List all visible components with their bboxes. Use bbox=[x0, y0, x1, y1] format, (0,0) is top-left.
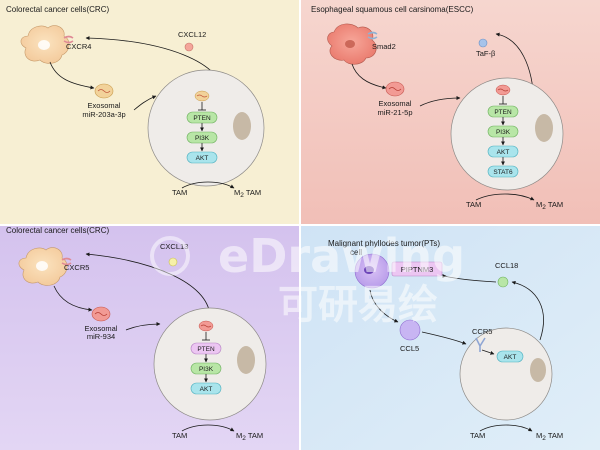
exosome-icon bbox=[385, 81, 405, 97]
macrophage-cell bbox=[459, 327, 553, 421]
internal-mirna-icon bbox=[495, 84, 511, 96]
secretion-arrow bbox=[351, 63, 387, 90]
macrophage-nucleus bbox=[535, 114, 553, 142]
secretion-arrow bbox=[49, 61, 95, 90]
macrophage-nucleus bbox=[233, 112, 251, 140]
exosome-label-2: miR-21-5p bbox=[377, 108, 412, 117]
tam-label: TAM bbox=[172, 188, 187, 197]
tam-label: TAM bbox=[466, 200, 481, 209]
pathway-node-stat6 bbox=[487, 165, 519, 178]
tam-label: TAM bbox=[470, 431, 485, 440]
m2-tam-label: M2 TAM bbox=[236, 431, 263, 442]
tumor-cell bbox=[20, 25, 70, 64]
ccl18-label: CCL18 bbox=[495, 261, 518, 270]
ccl18-icon bbox=[497, 276, 509, 288]
piptnm3-box bbox=[391, 261, 443, 277]
watermark-cjk: 可研易绘 bbox=[278, 282, 438, 328]
receptor-icon bbox=[367, 31, 378, 40]
pathway-node-label: PI3K bbox=[195, 135, 210, 142]
m2-tam-label: M2 TAM bbox=[234, 188, 261, 199]
exosome-label-1: Exosomal bbox=[379, 99, 412, 108]
uptake-arrow bbox=[125, 322, 161, 331]
pathway-node-akt bbox=[190, 382, 222, 395]
pathway-node-label: AKT bbox=[200, 386, 213, 393]
panel-title: Esophageal squamous cell carsinoma(ESCC) bbox=[311, 5, 474, 14]
panel-crc-mir934: Colorectal cancer cells(CRC) CXCR5 CXCL1… bbox=[0, 226, 299, 450]
ligand-label: TaF-β bbox=[476, 49, 496, 58]
pathway-node-label: PI3K bbox=[496, 129, 511, 136]
watermark-logo-icon bbox=[150, 236, 190, 276]
exosome-icon bbox=[94, 83, 114, 99]
receptor-icon bbox=[63, 35, 74, 44]
tumor-cell bbox=[18, 247, 68, 286]
panel-title-line1: Malignant phyllodes tumor(PTs) bbox=[328, 239, 440, 248]
piptnm3-label: PIPTNM3 bbox=[401, 265, 434, 274]
panel-background bbox=[301, 226, 600, 450]
secretion-arrow bbox=[369, 289, 399, 323]
m2-tam-label: M2 TAM bbox=[536, 431, 563, 442]
feedback-arrow bbox=[442, 274, 497, 283]
pathway-node-label: PTEN bbox=[197, 346, 215, 353]
secretion-arrow bbox=[53, 285, 93, 312]
pathway-node-label: AKT bbox=[504, 354, 517, 361]
polarization-arrow bbox=[181, 181, 235, 189]
exosome-icon bbox=[91, 306, 111, 322]
receptor-label: CCR5 bbox=[472, 327, 492, 336]
exosome-label-2: miR-934 bbox=[87, 332, 115, 341]
polarization-arrow bbox=[181, 424, 235, 432]
polarization-arrow bbox=[479, 424, 533, 432]
internal-mirna-icon bbox=[194, 90, 210, 102]
pathway-node-label: STAT6 bbox=[493, 169, 513, 176]
panel-title: Colorectal cancer cells(CRC) bbox=[6, 5, 109, 14]
macrophage-cell bbox=[147, 69, 265, 187]
panel-title: Colorectal cancer cells(CRC) bbox=[6, 226, 109, 235]
tumor-cell bbox=[327, 23, 377, 65]
m2-tam-label: M2 TAM bbox=[536, 200, 563, 211]
polarization-arrow bbox=[475, 193, 535, 201]
internal-mirna-icon bbox=[198, 320, 214, 332]
watermark: eDrawing 可研易绘 bbox=[150, 229, 465, 328]
panel-escc: Esophageal squamous cell carsinoma(ESCC)… bbox=[301, 0, 600, 224]
panel-title-line2: cell bbox=[350, 248, 362, 257]
pathway-node-label: PTEN bbox=[193, 115, 211, 122]
tumor-nucleus bbox=[364, 266, 374, 274]
ccl5-icon bbox=[399, 319, 421, 341]
panel-pts: Malignant phyllodes tumor(PTs) cell PIPT… bbox=[301, 226, 600, 450]
ligand-label: CXCL12 bbox=[178, 30, 206, 39]
pathway-node-label: AKT bbox=[196, 155, 209, 162]
exosome-label-1: Exosomal bbox=[88, 101, 121, 110]
ligand-arrow bbox=[511, 280, 544, 341]
panel-crc-mir203: Colorectal cancer cells(CRC) CXCR4 CXCL1… bbox=[0, 0, 299, 224]
exosome-label-1: Exosomal bbox=[85, 324, 118, 333]
ligand-icon bbox=[168, 257, 178, 267]
receptor-label: Smad2 bbox=[372, 42, 396, 51]
tam-label: TAM bbox=[172, 431, 187, 440]
receptor-label: CXCR4 bbox=[66, 42, 91, 51]
macrophage-nucleus bbox=[530, 358, 546, 382]
exosome-label-2: miR-203a-3p bbox=[82, 110, 125, 119]
ccl5-label: CCL5 bbox=[400, 344, 419, 353]
watermark-latin: eDrawing bbox=[218, 229, 465, 283]
ligand-label: CXCL13 bbox=[160, 242, 188, 251]
macrophage-nucleus bbox=[237, 346, 255, 374]
pathway-node-label: AKT bbox=[497, 149, 510, 156]
pathway-node-label: PI3K bbox=[199, 366, 214, 373]
receptor-icon bbox=[61, 257, 72, 266]
pathway-node-label: PTEN bbox=[494, 109, 512, 116]
pathway-node-akt bbox=[186, 151, 218, 164]
receptor-icon bbox=[475, 337, 486, 352]
receptor-label: CXCR5 bbox=[64, 263, 89, 272]
uptake-arrow bbox=[419, 96, 461, 107]
binding-arrow bbox=[421, 331, 467, 345]
uptake-arrow bbox=[133, 95, 157, 111]
ligand-icon bbox=[184, 42, 194, 52]
pathway-arrow bbox=[481, 349, 495, 355]
pathway-node-akt bbox=[496, 350, 524, 363]
ligand-icon bbox=[478, 38, 488, 48]
